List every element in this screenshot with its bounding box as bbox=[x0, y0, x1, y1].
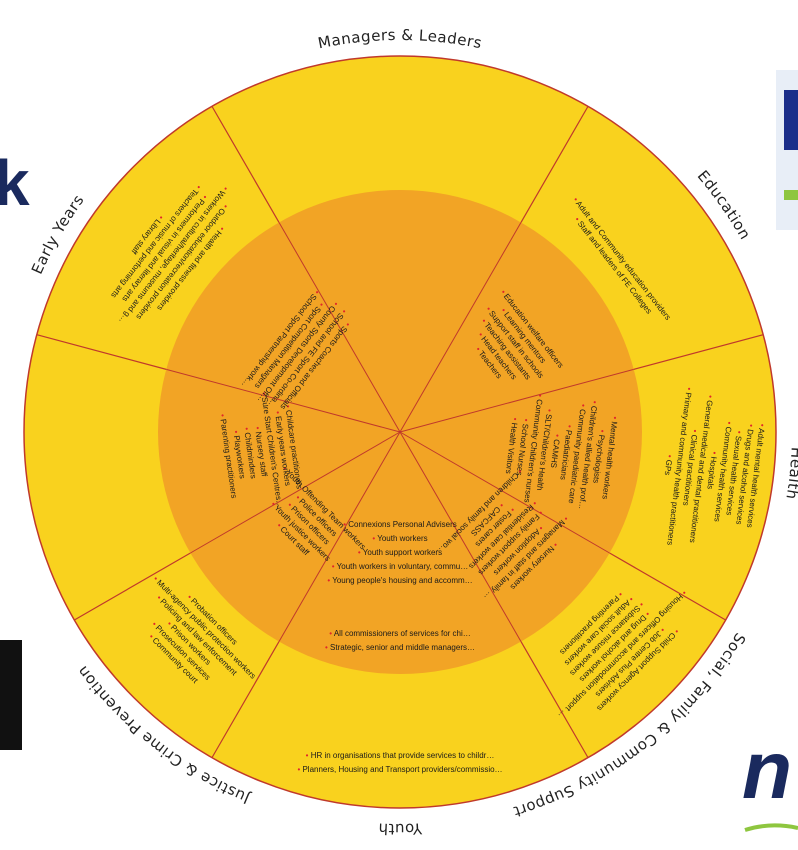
outer-divider-4 bbox=[520, 641, 589, 758]
inner-item: • Youth workers in voluntary, commu… bbox=[332, 562, 469, 571]
inner-divider-4 bbox=[399, 431, 522, 642]
outer-divider-1 bbox=[520, 106, 589, 223]
outer-item: • Planners, Housing and Transport provid… bbox=[297, 765, 502, 774]
background-swoosh bbox=[744, 823, 798, 832]
outer-divider-6 bbox=[74, 552, 191, 621]
sector-label: Youth bbox=[378, 819, 424, 838]
partner-logo-accent bbox=[784, 190, 798, 200]
inner-divider-0 bbox=[278, 222, 401, 433]
inner-divider-7 bbox=[166, 368, 401, 433]
inner-divider-3 bbox=[399, 431, 610, 554]
outer-divider-7 bbox=[36, 334, 167, 370]
partner-logo-mark bbox=[784, 90, 798, 150]
outer-item: • Hospitals bbox=[705, 451, 719, 490]
inner-group-4: • Connexions Personal Advisers • Youth wo… bbox=[327, 520, 472, 585]
inner-item: • All commissioners of services for chi… bbox=[329, 629, 471, 638]
inner-group-0: • Strategic, senior and middle managers…… bbox=[325, 629, 475, 652]
outer-divider-2 bbox=[633, 334, 764, 370]
inner-divider-5 bbox=[278, 431, 401, 642]
inner-divider-1 bbox=[399, 222, 522, 433]
inner-item: • CAMHS bbox=[549, 434, 562, 469]
outer-group-0: • Planners, Housing and Transport provid… bbox=[297, 751, 502, 774]
inner-divider-2 bbox=[399, 368, 634, 433]
outer-item: • HR in organisations that provide servi… bbox=[306, 751, 495, 760]
inner-item: • Youth support workers bbox=[358, 548, 442, 557]
inner-item: • Strategic, senior and middle managers… bbox=[325, 643, 475, 652]
outer-item: • GPs bbox=[663, 454, 674, 476]
inner-divider-6 bbox=[190, 431, 401, 554]
background-glyph-n: n bbox=[742, 725, 792, 816]
inner-item: • Youth workers bbox=[372, 534, 427, 543]
outer-divider-5 bbox=[211, 641, 280, 758]
inner-dividers bbox=[166, 222, 634, 642]
background-glyph-k: k bbox=[0, 147, 30, 219]
background-glyph-l bbox=[0, 640, 22, 750]
inner-item: • Young people's housing and accomm… bbox=[327, 576, 472, 585]
wheel: • Planners, Housing and Transport provid… bbox=[23, 55, 777, 809]
outer-divider-0 bbox=[211, 106, 280, 223]
outer-divider-3 bbox=[609, 552, 726, 621]
inner-item: • Connexions Personal Advisers bbox=[343, 520, 457, 529]
inner-group-2: • Health Visitors• School Nurses• Commun… bbox=[504, 394, 620, 510]
sector-dividers bbox=[36, 106, 764, 758]
